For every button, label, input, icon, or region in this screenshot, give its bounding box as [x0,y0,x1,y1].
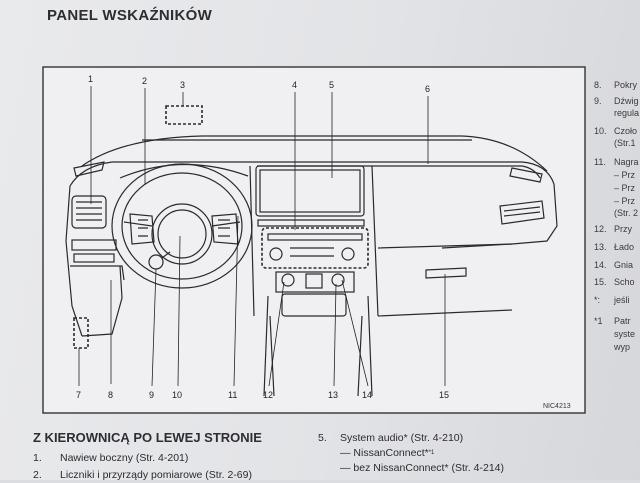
callout-11: 11 [228,390,237,400]
legend-right: 5.System audio* (Str. 4-210) — NissanCon… [318,430,504,475]
callout-9: 9 [149,390,154,400]
side-legend-item: 9.Dźwig [594,96,639,106]
page-title: PANEL WSKAŹNIKÓW [47,7,213,24]
side-legend-item: 14.Gnia [594,260,634,270]
legend-left: 1.Nawiew boczny (Str. 4-201) 2.Liczniki … [33,449,252,483]
callout-12: 12 [263,390,273,400]
side-legend-item: 8.Pokry [594,80,638,90]
callout-13: 13 [328,390,338,400]
callout-14: 14 [362,390,372,400]
section-heading: Z KIEROWNICĄ PO LEWEJ STRONIE [33,430,262,445]
callout-7: 7 [76,390,81,400]
side-legend-item: – Prz [614,196,636,206]
legend-item: 5.System audio* (Str. 4-210) [318,431,464,444]
callout-15: 15 [439,390,449,400]
legend-subitem: — NissanConnect**1 [340,446,435,459]
callout-2: 2 [142,76,147,86]
side-legend-item: 10.Czoło [594,126,638,136]
callout-10: 10 [172,390,182,400]
side-legend-item: 13.Łado [594,242,635,252]
legend-item: 2.Liczniki i przyrządy pomiarowe (Str. 2… [33,468,252,481]
dashboard-drawing [65,105,558,397]
side-legend-cont: (Str. 2 [614,208,639,218]
legend-subitem: — bez NissanConnect* (Str. 4-214) [340,461,504,474]
callout-3: 3 [180,80,185,90]
callout-labels: 1 2 3 4 5 6 7 8 9 10 11 12 13 14 15 [76,74,449,400]
legend-item: 1.Nawiew boczny (Str. 4-201) [33,451,189,464]
side-legend-cont: wyp [614,342,631,352]
side-legend-cont: regula [614,108,640,118]
side-legend: 8.Pokry 9.Dźwig regula 10.Czoło (Str.1 1… [594,80,640,370]
callout-5: 5 [329,80,334,90]
callout-1: 1 [88,74,93,84]
side-legend-item: – Prz [614,170,636,180]
side-legend-item: 11.Nagra [594,157,639,167]
side-legend-cont: (Str.1 [614,138,636,148]
leader-lines [78,86,446,387]
side-legend-cont: syste [614,329,636,339]
side-legend-item: – Prz [614,183,636,193]
dashboard-diagram: 1 2 3 4 5 6 7 8 9 10 11 12 13 14 15 [42,66,586,414]
figure-id: NIC4213 [543,403,571,410]
side-legend-item: *:jeśli [594,295,630,305]
side-legend-item: 12.Przy [594,224,632,234]
callout-6: 6 [425,84,430,94]
callout-8: 8 [108,390,113,400]
side-legend-item: 15.Scho [594,277,635,287]
callout-4: 4 [292,80,297,90]
